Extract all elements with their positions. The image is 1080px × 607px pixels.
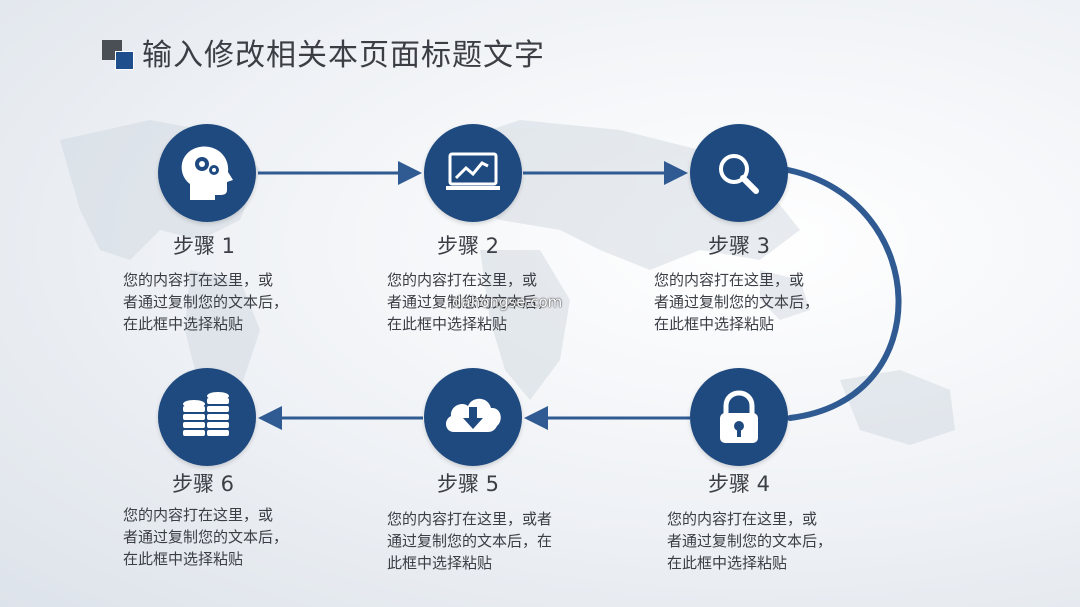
watermark-text: dahongse.com [452, 293, 563, 311]
step-3-desc: 您的内容打在这里，或者通过复制您的文本后，在此框中选择粘贴 [654, 271, 820, 333]
cloud-download-icon [445, 398, 501, 432]
step-4-desc: 您的内容打在这里，或者通过复制您的文本后，在此框中选择粘贴 [667, 510, 833, 572]
page-title: 输入修改相关本页面标题文字 [142, 38, 545, 73]
step-5-desc: 您的内容打在这里，或者通过复制您的文本后，在此框中选择粘贴 [387, 510, 553, 572]
title-mark-icon [102, 40, 134, 70]
step-4-circle [690, 368, 788, 466]
step-6-label: 步骤 6 [172, 472, 235, 496]
padlock-icon [720, 390, 758, 443]
step-4-label: 步骤 4 [708, 472, 771, 496]
step-5-label: 步骤 5 [437, 472, 500, 496]
step-1-circle [158, 124, 256, 222]
step-1-label: 步骤 1 [173, 234, 236, 258]
coins-stack-icon [183, 392, 229, 436]
step-6-desc: 您的内容打在这里，或者通过复制您的文本后，在此框中选择粘贴 [123, 506, 289, 568]
step-6-circle [158, 368, 256, 466]
step-5-circle [424, 368, 522, 466]
step-2-desc: 您的内容打在这里，或者通过复制您的文本后，在此框中选择粘贴 [387, 271, 553, 333]
step-3-circle [690, 124, 788, 222]
step-2-label: 步骤 2 [437, 234, 500, 258]
chart-monitor-icon [446, 152, 500, 190]
step-3-label: 步骤 3 [708, 234, 771, 258]
step-1-desc: 您的内容打在这里，或者通过复制您的文本后，在此框中选择粘贴 [123, 271, 289, 333]
magnifier-icon [719, 154, 759, 194]
connector-3-4 [785, 167, 902, 421]
head-gears-icon [181, 146, 233, 200]
step-2-circle [424, 124, 522, 222]
